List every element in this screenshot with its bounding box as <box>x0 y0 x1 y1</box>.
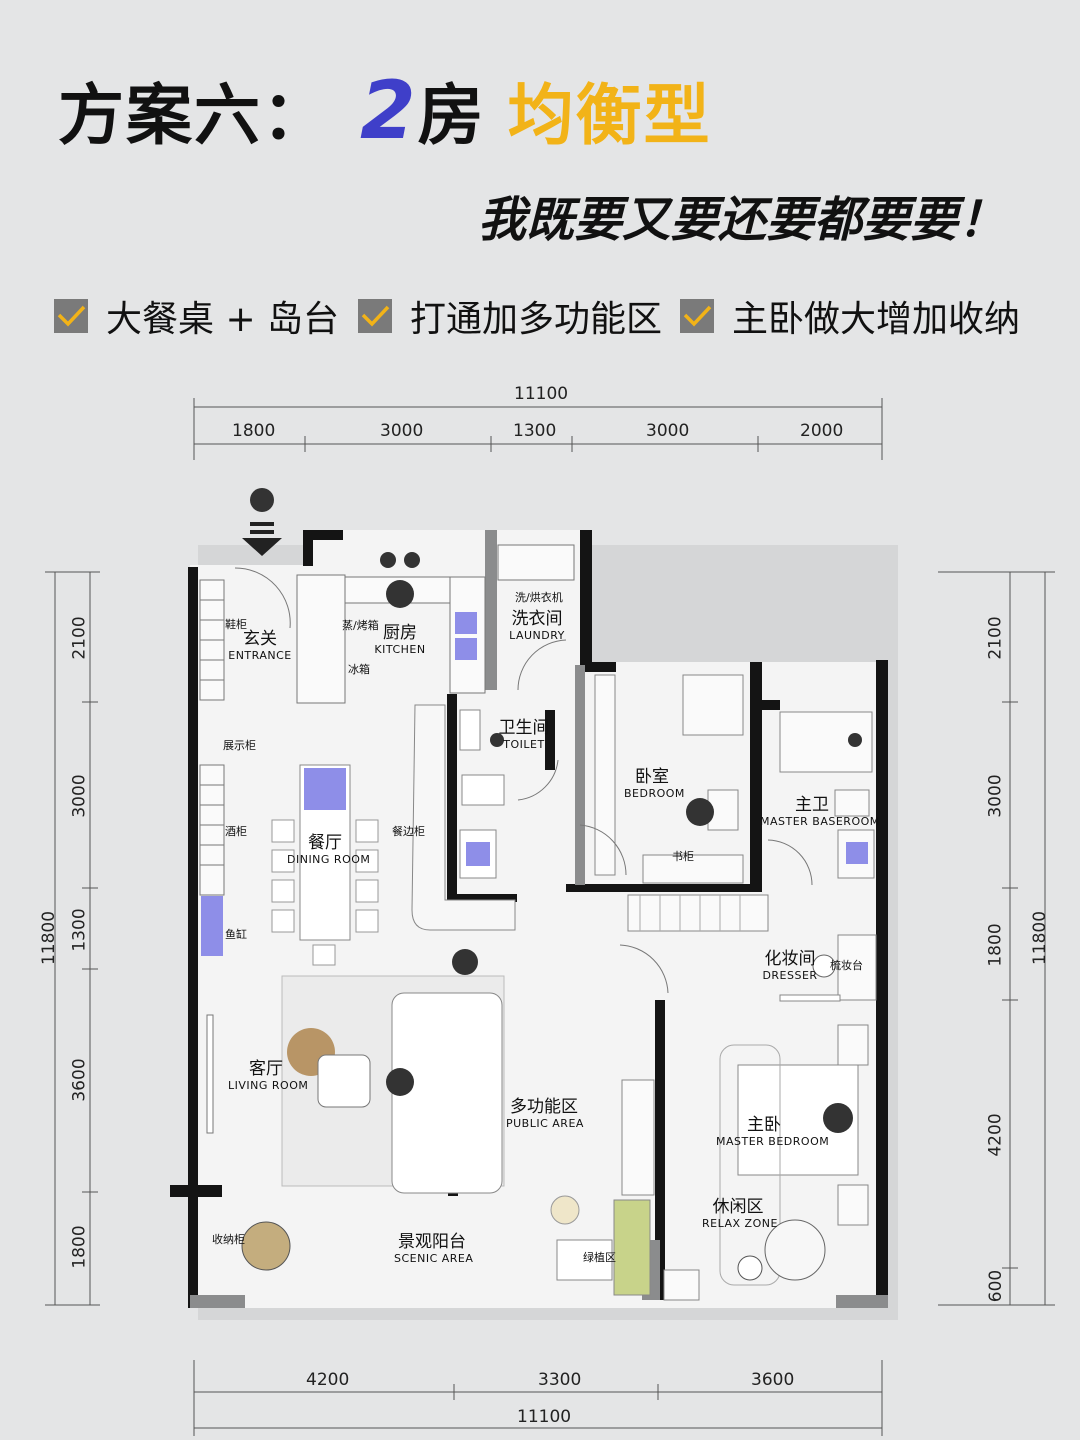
label-fish-tank: 鱼缸 <box>225 928 247 941</box>
feature-item: 打通加多功能区 <box>358 292 662 340</box>
checkbox-icon <box>358 299 392 333</box>
label-shoe-cabinet: 鞋柜 <box>225 618 247 631</box>
dim-left-4: 3600 <box>69 1058 90 1102</box>
person-icon <box>686 798 714 826</box>
checkbox-icon <box>54 299 88 333</box>
checkbox-icon <box>680 299 714 333</box>
sink-icon <box>455 612 477 634</box>
person-icon <box>386 580 414 608</box>
dim-bottom-1: 4200 <box>306 1370 350 1390</box>
label-washer-dryer: 洗/烘衣机 <box>515 591 563 604</box>
feature-item: 大餐桌 + 岛台 <box>54 292 339 340</box>
dim-top-2: 3000 <box>380 421 424 441</box>
title-type: 均衡型 <box>507 77 712 154</box>
feature-label: 主卧做大增加收纳 <box>732 299 1021 340</box>
dim-top-5: 2000 <box>800 421 844 441</box>
label-steam-oven: 蒸/烤箱 <box>342 619 379 632</box>
lounge-chair-icon <box>764 1219 826 1281</box>
door-swings <box>234 567 813 994</box>
planter-icon <box>613 1199 651 1296</box>
washer-dryer-icon <box>497 544 575 581</box>
label-planter: 绿植区 <box>583 1251 616 1264</box>
dim-left-1: 2100 <box>69 616 90 660</box>
shoe-cabinet <box>199 579 225 896</box>
gray-walls <box>190 530 888 1308</box>
bedroom-furniture <box>594 674 744 884</box>
dim-left-3: 1300 <box>69 908 90 952</box>
feature-item: 主卧做大增加收纳 <box>680 292 1020 340</box>
shower-icon <box>490 733 504 747</box>
fish-tank-icon <box>201 896 223 956</box>
title-prefix: 方案六： <box>58 77 330 154</box>
shower-icon <box>848 733 862 747</box>
label-vanity: 梳妆台 <box>830 959 863 972</box>
dim-right-3: 1800 <box>985 923 1006 967</box>
stove-icon <box>404 552 420 568</box>
dining-chairs <box>271 819 379 966</box>
page-subtitle: 我既要又要还要都要要！ <box>478 192 1007 248</box>
title-room-count: 2 <box>360 64 418 157</box>
page-title: 方案六： 2房均衡型 <box>58 62 712 158</box>
dim-right-5: 600 <box>986 1269 1007 1303</box>
feature-label: 打通加多功能区 <box>410 299 663 340</box>
coffee-table <box>317 1054 371 1108</box>
dim-bottom-3: 3600 <box>751 1370 795 1390</box>
sink-icon <box>455 638 477 660</box>
dim-left-2: 3000 <box>69 774 90 818</box>
dim-top-3: 1300 <box>513 421 557 441</box>
dim-bottom-total: 11100 <box>517 1407 572 1427</box>
label-wine-cabinet: 酒柜 <box>225 825 247 838</box>
dim-right-total: 11800 <box>1030 910 1051 966</box>
dim-left-5: 1800 <box>69 1225 90 1269</box>
dim-right-1: 2100 <box>985 616 1006 660</box>
dim-top-total: 11100 <box>514 384 569 404</box>
dimension-lines <box>45 398 1055 1436</box>
island-sink-icon <box>304 768 346 810</box>
dim-bottom-2: 3300 <box>538 1370 582 1390</box>
dim-top-4: 3000 <box>646 421 690 441</box>
dim-right-4: 4200 <box>985 1113 1006 1157</box>
label-fridge: 冰箱 <box>348 663 370 676</box>
dim-right-2: 3000 <box>985 774 1006 818</box>
label-sideboard: 餐边柜 <box>392 825 425 838</box>
title-room-unit: 房 <box>417 77 486 154</box>
label-desk: 书柜 <box>672 850 694 863</box>
entrance-arrow-icon <box>242 488 282 556</box>
person-icon <box>452 949 478 975</box>
label-storage-cabinet: 收纳柜 <box>212 1233 245 1246</box>
feature-label: 大餐桌 + 岛台 <box>106 299 340 340</box>
person-icon <box>386 1068 414 1096</box>
stove-icon <box>380 552 396 568</box>
dim-left-total: 11800 <box>39 910 60 966</box>
dim-top-1: 1800 <box>232 421 276 441</box>
storage-cabinet-icon <box>241 1221 291 1271</box>
person-icon <box>823 1103 853 1133</box>
label-display-cabinet: 展示柜 <box>223 739 256 752</box>
master-bath-fixtures <box>779 711 875 879</box>
